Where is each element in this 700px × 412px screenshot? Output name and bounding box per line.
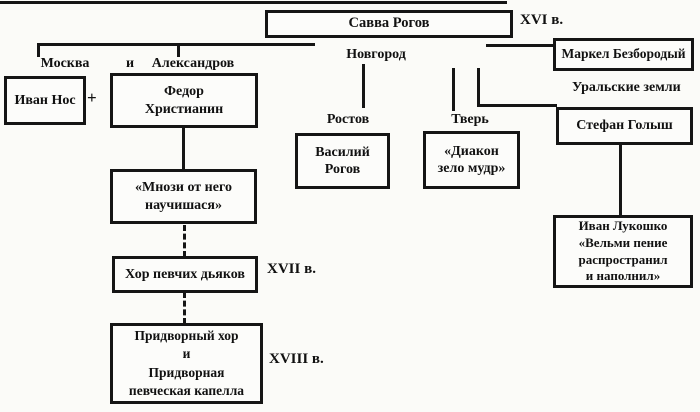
conjunction-label: и bbox=[126, 56, 135, 71]
plus-sign: + bbox=[87, 88, 97, 107]
mnozi-quote-box: «Мнози от него научишася» bbox=[110, 169, 257, 224]
connector-novgorod-rostov bbox=[362, 64, 365, 108]
connector-right-branch bbox=[486, 44, 554, 47]
stefan-golysh-box: Стефан Голыш bbox=[556, 107, 693, 145]
connector-mnozi-khor-dashed bbox=[183, 225, 186, 257]
pridvornaya-kapella-box: Придворный хор и Придворная певческая ка… bbox=[110, 323, 263, 404]
connector-tver-right bbox=[477, 68, 480, 107]
era-label-xviii: XVIII в. bbox=[269, 351, 324, 367]
moscow-label: Москва bbox=[40, 56, 90, 71]
vasily-rogov-box: Василий Рогов bbox=[295, 133, 390, 189]
connector-tver-left bbox=[452, 68, 455, 111]
top-border-line bbox=[0, 1, 507, 4]
tver-label: Тверь bbox=[451, 112, 489, 127]
ivan-nos-box: Иван Нос bbox=[4, 76, 86, 125]
savva-rogov-box: Савва Рогов bbox=[265, 10, 513, 38]
connector-tver-stefan bbox=[477, 104, 557, 107]
khor-pevchikh-dyakov-box: Хор певчих дьяков bbox=[112, 256, 258, 293]
ivan-lukoshko-box: Иван Лукошко «Вельми пение распространил… bbox=[553, 215, 693, 288]
connector-stefan-lukoshko bbox=[619, 145, 622, 215]
connector-fedor-mnozi bbox=[182, 127, 185, 170]
alexandrov-label: Александров bbox=[151, 56, 235, 71]
fedor-khristianin-box: Федор Христианин bbox=[110, 73, 258, 128]
markel-bezborody-box: Маркел Безбородый bbox=[553, 38, 694, 71]
ural-lands-label: Уральские земли bbox=[572, 80, 681, 95]
deacon-quote-box: «Диакон зело мудр» bbox=[423, 131, 520, 189]
connector-left-branch bbox=[37, 43, 315, 46]
connector-khor-pridvorny-dashed bbox=[183, 292, 186, 324]
novgorod-label: Новгород bbox=[346, 47, 406, 62]
era-label-xvi: XVI в. bbox=[520, 12, 564, 28]
connector-moscow-tick bbox=[37, 43, 40, 57]
connector-alexandrov-tick bbox=[177, 43, 180, 57]
era-label-xvii: XVII в. bbox=[267, 261, 316, 277]
rostov-label: Ростов bbox=[326, 112, 370, 127]
